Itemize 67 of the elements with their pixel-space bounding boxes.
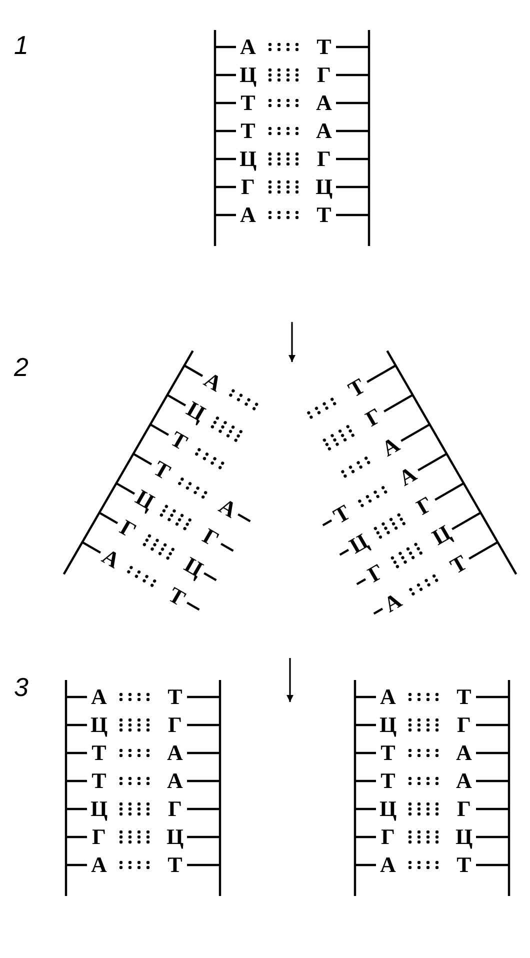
base-letter: Г	[168, 798, 182, 820]
base-letter: А	[316, 92, 332, 114]
base-letter: Ц	[239, 64, 257, 86]
base-letter: Т	[344, 374, 369, 402]
base-letter: Т	[164, 583, 189, 610]
base-letter: А	[240, 36, 256, 58]
stage-number: 1	[14, 30, 28, 61]
base-letter: А	[240, 204, 256, 226]
base-letter: А	[378, 433, 404, 460]
base-letter: Т	[446, 551, 471, 578]
base-letter: А	[167, 742, 183, 764]
base-letter: Т	[316, 204, 332, 226]
base-letter: Т	[168, 686, 182, 708]
base-letter: Г	[457, 798, 471, 820]
stage-number: 2	[14, 352, 28, 383]
base-letter: Г	[92, 826, 106, 848]
base-letter: Г	[199, 524, 222, 551]
base-letter: Т	[167, 428, 191, 454]
base-letter: Г	[317, 64, 331, 86]
base-letter: Г	[116, 516, 140, 542]
base-letter: Ц	[455, 826, 473, 848]
base-letter: Ц	[379, 798, 397, 820]
base-letter: Т	[456, 854, 472, 876]
base-letter: А	[380, 854, 396, 876]
base-letter: Т	[240, 92, 256, 114]
base-letter: А	[456, 742, 472, 764]
base-letter: Г	[364, 560, 388, 586]
base-letter: Ц	[180, 553, 207, 582]
base-letter: Ц	[428, 521, 455, 550]
base-letter: Г	[317, 148, 331, 170]
base-letter: А	[380, 686, 396, 708]
base-letter: Г	[413, 492, 436, 519]
base-letter: А	[316, 120, 332, 142]
base-letter: Г	[362, 404, 386, 430]
base-letter: Т	[330, 501, 354, 528]
base-letter: Т	[380, 770, 396, 792]
base-letter: А	[380, 589, 406, 616]
base-letter: А	[456, 770, 472, 792]
base-letter: Т	[380, 742, 396, 764]
base-letter: Ц	[239, 148, 257, 170]
base-letter: А	[215, 494, 240, 522]
base-letter: Г	[241, 176, 255, 198]
base-letter: А	[167, 770, 183, 792]
base-letter: Т	[456, 686, 472, 708]
base-letter: Ц	[182, 398, 209, 426]
base-letter: Ц	[379, 714, 397, 736]
stage-number: 3	[14, 672, 28, 703]
base-letter: Ц	[90, 714, 108, 736]
base-letter: Ц	[90, 798, 108, 820]
base-letter: А	[200, 368, 226, 396]
base-letter: Т	[92, 742, 106, 764]
base-letter: А	[91, 686, 107, 708]
base-letter: Г	[381, 826, 395, 848]
base-letter: Ц	[346, 530, 372, 558]
base-letter: Т	[240, 120, 256, 142]
base-letter: Т	[92, 770, 106, 792]
base-letter: Г	[457, 714, 471, 736]
base-letter: А	[395, 462, 420, 490]
base-letter: Т	[316, 36, 332, 58]
base-letter: Г	[168, 714, 182, 736]
base-letter: А	[98, 545, 124, 572]
base-letter: Т	[168, 854, 182, 876]
base-letter: Ц	[315, 176, 333, 198]
base-letter: А	[91, 854, 107, 876]
base-letter: Ц	[166, 826, 184, 848]
base-letter: Т	[150, 457, 174, 484]
base-letter: Ц	[132, 486, 158, 514]
